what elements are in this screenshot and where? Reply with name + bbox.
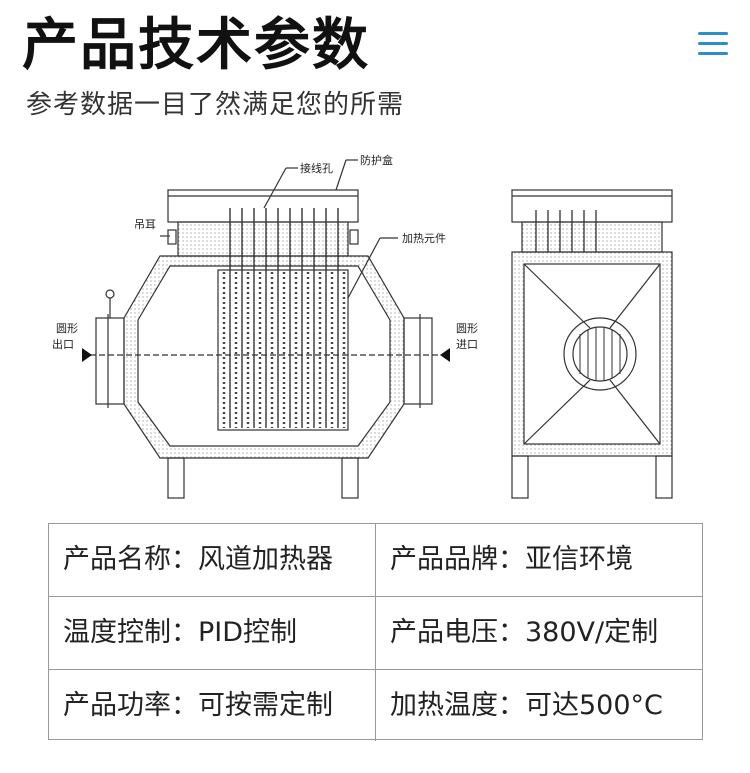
spec-voltage: 产品电压：380V/定制 xyxy=(390,617,659,648)
hamburger-menu-icon[interactable] xyxy=(694,28,732,60)
label-inlet-1: 圆形 xyxy=(456,322,478,335)
protect-box xyxy=(167,189,359,223)
outlet-duct xyxy=(95,317,125,405)
spec-brand: 产品品牌：亚信环境 xyxy=(390,544,633,575)
spec-cell: 产品电压：380V/定制 xyxy=(376,597,702,669)
label-lifting-ear: 吊耳 xyxy=(134,218,156,231)
label-wire-hole: 接线孔 xyxy=(300,161,333,175)
page-subtitle: 参考数据一目了然满足您的所需 xyxy=(26,90,405,120)
spec-cell: 产品品牌：亚信环境 xyxy=(376,524,702,596)
heater-technical-diagram: 接线孔 防护盒 吊耳 加热元件 圆形 出口 圆形 进口 xyxy=(52,153,673,499)
page-title: 产品技术参数 xyxy=(22,13,370,78)
label-heating-element: 加热元件 xyxy=(402,232,446,245)
label-outlet-1: 圆形 xyxy=(56,322,78,335)
spec-table: 产品名称：风道加热器 产品品牌：亚信环境 温度控制：PID控制 产品电压：380… xyxy=(48,523,703,741)
spec-row: 温度控制：PID控制 产品电压：380V/定制 xyxy=(49,597,702,670)
inlet-duct xyxy=(403,317,433,405)
spec-heating-temp: 加热温度：可达500°C xyxy=(390,689,663,721)
spec-cell: 产品功率：可按需定制 xyxy=(49,670,376,741)
label-inlet-2: 进口 xyxy=(456,338,478,351)
spec-temp-control: 温度控制：PID控制 xyxy=(63,617,298,648)
spec-power: 产品功率：可按需定制 xyxy=(63,689,333,721)
label-protect-box: 防护盒 xyxy=(360,153,393,167)
spec-product-name: 产品名称：风道加热器 xyxy=(63,544,333,575)
spec-cell: 加热温度：可达500°C xyxy=(376,670,702,741)
spec-row: 产品功率：可按需定制 加热温度：可达500°C xyxy=(49,670,702,741)
spec-cell: 温度控制：PID控制 xyxy=(49,597,376,669)
spec-cell: 产品名称：风道加热器 xyxy=(49,524,376,596)
spec-row: 产品名称：风道加热器 产品品牌：亚信环境 xyxy=(49,524,702,597)
label-outlet-2: 出口 xyxy=(52,337,74,351)
